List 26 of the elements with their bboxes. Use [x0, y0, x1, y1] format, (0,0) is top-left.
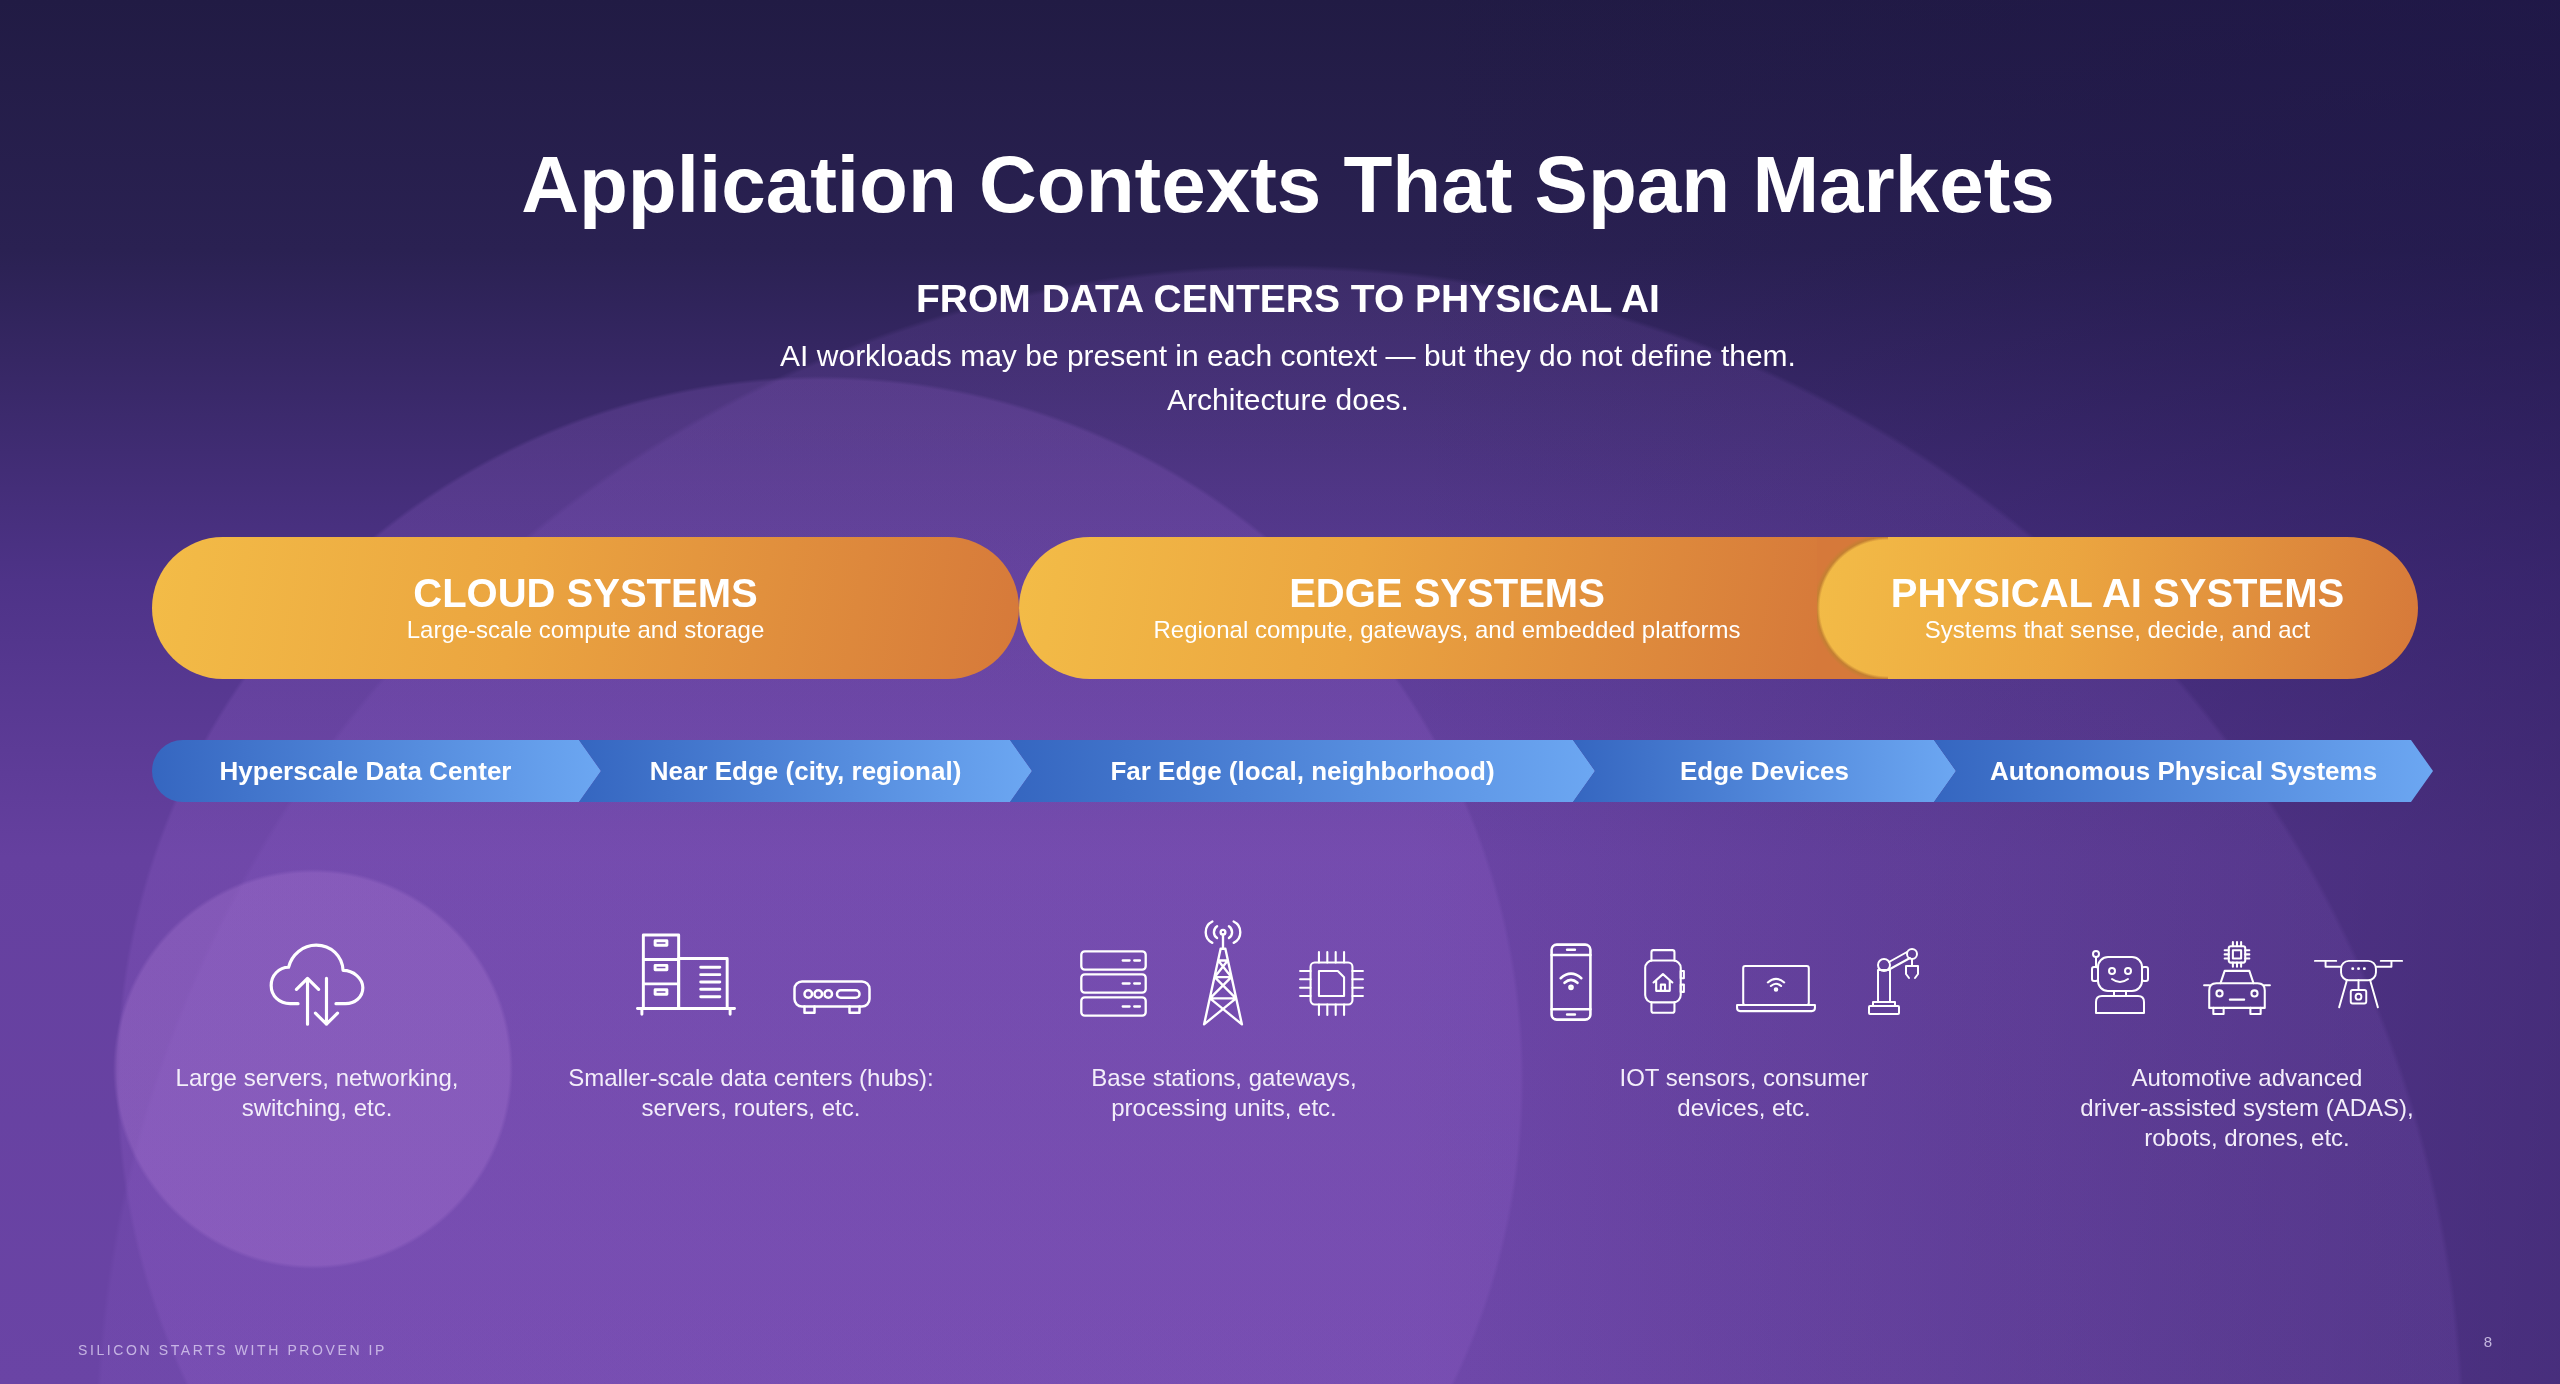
band-title: EDGE SYSTEMS — [1289, 571, 1605, 615]
chevron-step — [579, 740, 1032, 802]
chevron-step — [152, 740, 601, 802]
footer-tagline: SILICON STARTS WITH PROVEN IP — [78, 1341, 388, 1360]
description-text: Smaller-scale data centers (hubs): servers, routers, etc. — [567, 1063, 935, 1123]
band-title: PHYSICAL AI SYSTEMS — [1890, 571, 2345, 615]
page-number: 8 — [2483, 1332, 2493, 1352]
chevron-step — [1573, 740, 1956, 802]
band-subtitle: Large-scale compute and storage — [406, 615, 765, 645]
chevron-step — [1010, 740, 1595, 802]
description-text: Large servers, networking, switching, etc. — [174, 1063, 460, 1123]
band-subtitle: Regional compute, gateways, and embedded platforms — [1153, 615, 1741, 645]
intro-text: AI workloads may be present in each context — but they do not define them. Architecture does. — [779, 338, 1797, 418]
step-label: Autonomous Physical Systems — [1989, 755, 2378, 787]
step-label: Far Edge (local, neighborhood) — [1110, 755, 1495, 787]
slide-title: Application Contexts That Span Markets — [521, 139, 2055, 231]
step-label: Near Edge (city, regional) — [649, 755, 962, 787]
step-label: Edge Devices — [1679, 755, 1850, 787]
step-label: Hyperscale Data Center — [219, 755, 512, 787]
band-subtitle: Systems that sense, decide, and act — [1924, 615, 2311, 645]
chevron-step — [1934, 740, 2433, 802]
section-heading: FROM DATA CENTERS TO PHYSICAL AI — [916, 276, 1660, 322]
description-text: IOT sensors, consumer devices, etc. — [1618, 1063, 1870, 1123]
description-text: Automotive advanced driver-assisted system (ADAS), robots, drones, etc. — [2079, 1063, 2415, 1153]
band-title: CLOUD SYSTEMS — [413, 571, 758, 615]
description-text: Base stations, gateways, processing units, etc. — [1090, 1063, 1358, 1123]
